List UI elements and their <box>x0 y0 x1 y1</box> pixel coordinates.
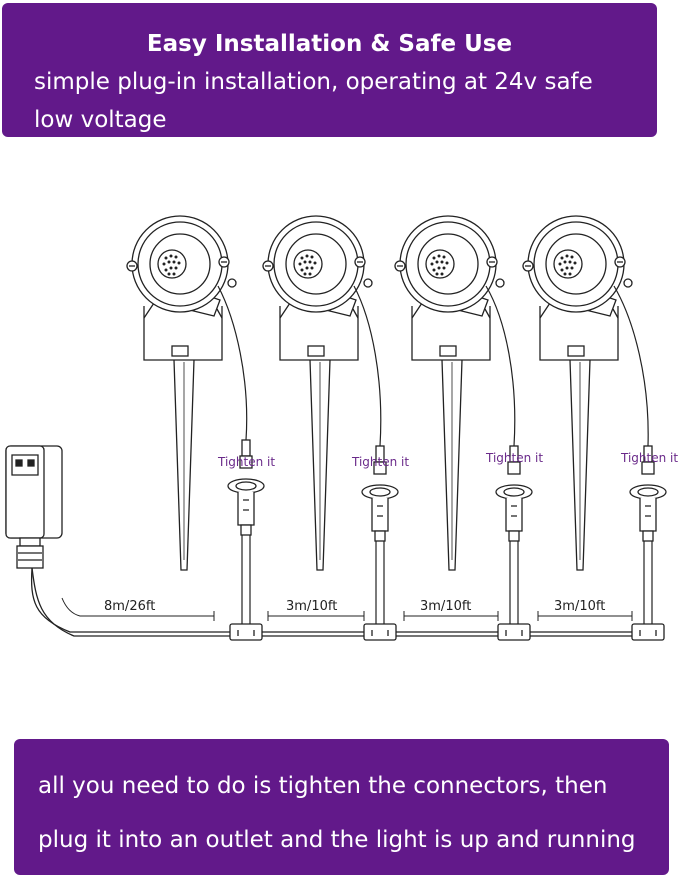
distance-label: 8m/26ft <box>104 599 155 614</box>
t-splitter-icon <box>631 623 665 641</box>
spotlight-icon <box>394 215 505 571</box>
header-subtitle-line-2: low voltage <box>34 107 167 133</box>
power-adapter-icon <box>5 445 63 569</box>
distance-label: 3m/10ft <box>420 599 471 614</box>
spotlight-icon <box>262 215 373 571</box>
main-cable <box>30 567 660 633</box>
footer-banner: all you need to do is tighten the connec… <box>14 739 669 875</box>
tighten-label: Tighten it <box>620 451 678 465</box>
footer-line-1: all you need to do is tighten the connec… <box>38 773 608 799</box>
t-splitter-icon <box>497 623 531 641</box>
footer-line-2: plug it into an outlet and the light is … <box>38 827 636 853</box>
distance-label: 3m/10ft <box>286 599 337 614</box>
distance-label: 3m/10ft <box>554 599 605 614</box>
t-splitter-icon <box>229 623 263 641</box>
header-subtitle-line-1: simple plug-in installation, operating a… <box>34 69 593 95</box>
spotlight-icon <box>522 215 633 571</box>
tighten-label: Tighten it <box>217 455 275 469</box>
tighten-label: Tighten it <box>351 455 409 469</box>
header-title: Easy Installation & Safe Use <box>146 31 513 57</box>
t-splitter-icon <box>363 623 397 641</box>
spotlight-icon <box>126 215 237 571</box>
tighten-label: Tighten it <box>485 451 543 465</box>
header-banner: Easy Installation & Safe Use simple plug… <box>2 3 657 137</box>
